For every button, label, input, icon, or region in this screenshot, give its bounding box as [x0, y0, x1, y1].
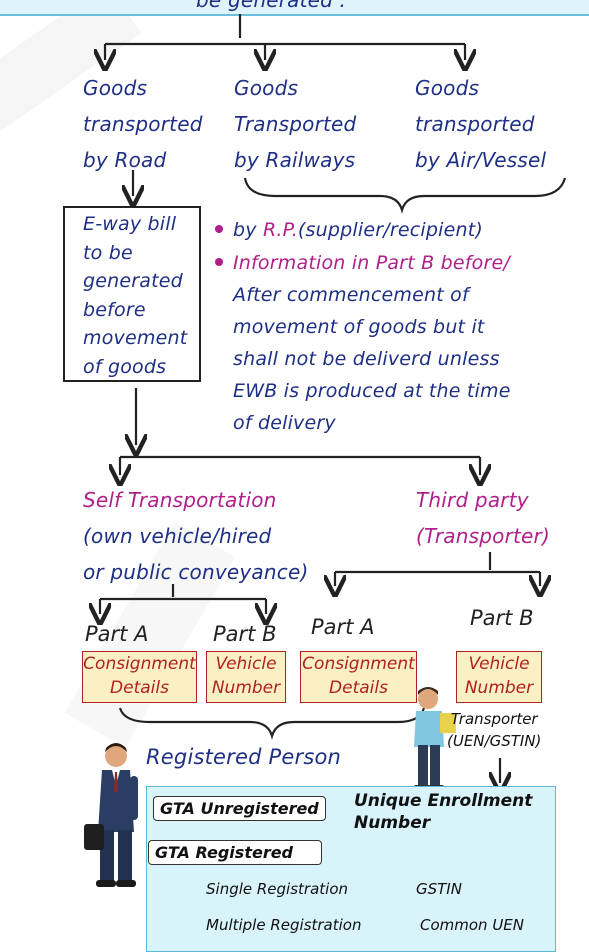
self-consignment-line-2: Details [110, 678, 169, 698]
self-transport-line-3: or public conveyance) [83, 560, 309, 584]
bullet-2-line-3: movement of goods but it [233, 316, 485, 338]
businessman-illustration [84, 743, 138, 887]
mode-railways-line-3: by Railways [234, 148, 356, 172]
bullet-2-line-1: Information in Part B before/ [233, 252, 510, 274]
self-transport-line-1: Self Transportation [83, 488, 277, 512]
bullet-dot-1 [215, 225, 223, 233]
third-party-line-1: Third party [416, 488, 529, 512]
eway-box-line-1: E-way bill [83, 213, 177, 235]
self-transport: Self Transportation (own vehicle/hired o… [83, 482, 308, 590]
eway-box-line-5: movement [83, 327, 188, 349]
transporter-label: Transporter (UEN/GSTIN) [447, 708, 541, 752]
registered-person-label: Registered Person [146, 745, 342, 769]
self-consignment-line-1: Consignment [83, 654, 196, 674]
third-vehicle-number-box: Vehicle Number [456, 651, 542, 703]
self-part-b-label: Part B [213, 622, 277, 646]
self-vehicle-number-box: Vehicle Number [206, 651, 286, 703]
self-part-a-label: Part A [85, 622, 149, 646]
bullet-1-prefix: by [233, 219, 263, 241]
transporter-line-1: Transporter [450, 710, 538, 728]
self-transport-line-2: (own vehicle/hired [83, 524, 272, 548]
mode-railways: Goods Transported by Railways [234, 70, 356, 178]
mode-road-line-1: Goods [83, 76, 148, 100]
eway-bill-box: E-way bill to be generated before moveme… [63, 206, 201, 382]
mode-air-vessel: Goods transported by Air/Vessel [415, 70, 546, 178]
bullet-2-line-6: of delivery [233, 412, 336, 434]
third-part-a-label: Part A [311, 615, 375, 639]
mode-road-line-2: transported [83, 112, 203, 136]
top-banner [0, 0, 589, 16]
unique-enrollment-number: Unique Enrollment Number [354, 790, 532, 834]
bullet-1: by R.P.(supplier/recipient) [233, 214, 483, 246]
self-consignment-details-box: Consignment Details [82, 651, 197, 703]
bullet-1-suffix: (supplier/recipient) [297, 219, 483, 241]
eway-box-line-3: generated [83, 270, 183, 292]
top-fragment-text: be generated : [196, 0, 347, 12]
bullet-dot-2 [215, 258, 223, 266]
self-vehicle-line-2: Number [211, 678, 281, 698]
bullet-2-line-5: EWB is produced at the time [233, 380, 511, 402]
gta-registered-box: GTA Registered [148, 840, 322, 865]
third-consignment-line-1: Consignment [302, 654, 415, 674]
mode-road-line-3: by Road [83, 148, 167, 172]
mode-railways-line-2: Transported [234, 112, 357, 136]
third-vehicle-line-2: Number [464, 678, 534, 698]
mode-air-line-2: transported [415, 112, 535, 136]
third-vehicle-line-1: Vehicle [468, 654, 530, 674]
unique-enrollment-line-1: Unique Enrollment [354, 791, 533, 811]
mode-air-line-1: Goods [415, 76, 480, 100]
third-consignment-details-box: Consignment Details [300, 651, 417, 703]
transporter-line-2: (UEN/GSTIN) [447, 732, 542, 750]
eway-box-line-6: of goods [83, 355, 167, 378]
third-part-b-label: Part B [470, 606, 534, 630]
mode-road: Goods transported by Road [83, 70, 203, 178]
self-vehicle-line-1: Vehicle [215, 654, 277, 674]
unique-enrollment-line-2: Number [354, 813, 431, 833]
third-consignment-line-2: Details [329, 678, 388, 698]
mode-air-line-3: by Air/Vessel [415, 148, 547, 172]
eway-box-line-4: before [83, 298, 146, 321]
single-registration: Single Registration [206, 880, 349, 898]
gstin-label: GSTIN [416, 880, 462, 898]
bullet-2-line-4: shall not be deliverd unless [233, 348, 500, 370]
bullet-2: Information in Part B before/ After comm… [233, 247, 511, 439]
bullet-2-line-2: After commencement of [233, 284, 469, 306]
third-party: Third party (Transporter) [416, 482, 550, 554]
multiple-registration: Multiple Registration [206, 916, 362, 934]
gta-unregistered-box: GTA Unregistered [153, 796, 326, 821]
mode-railways-line-1: Goods [234, 76, 299, 100]
bullet-1-highlight: R.P. [262, 219, 298, 241]
common-uen-label: Common UEN [420, 916, 525, 934]
eway-box-line-2: to be [83, 241, 133, 264]
third-party-line-2: (Transporter) [416, 524, 550, 548]
